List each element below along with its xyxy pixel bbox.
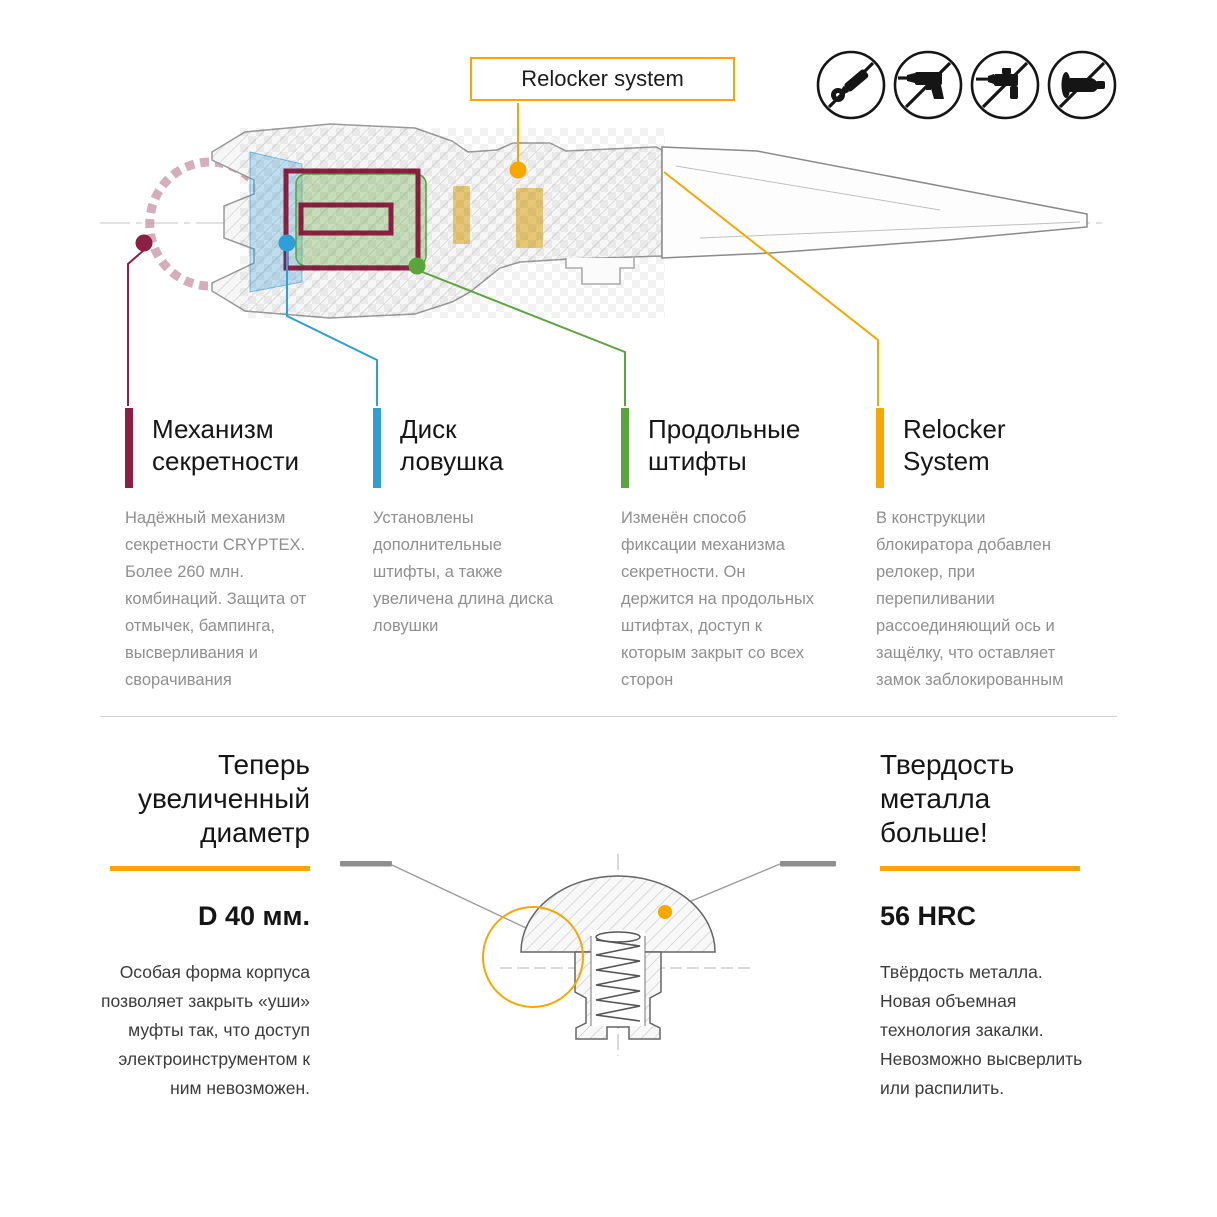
arm-inner-line-top	[675, 165, 941, 211]
callout-mechanism: Механизм секретности Надёжный механизм с…	[125, 408, 337, 694]
pins-title: Продольные штифты	[648, 414, 801, 476]
spring-top-coil	[595, 931, 641, 943]
trap-disk-body: Установлены дополнительные штифты, а так…	[373, 509, 554, 635]
arm-inner-line-bottom	[699, 221, 1081, 239]
relocker-label-box: Relocker system	[470, 57, 735, 101]
hardness-value: 56 HRC	[880, 901, 977, 931]
shackle-loop	[145, 157, 254, 291]
relocker-title: Relocker System	[903, 414, 1006, 476]
section-divider	[100, 716, 1117, 717]
spring-cavity	[591, 930, 645, 1026]
mechanism-title: Механизм секретности	[152, 414, 300, 476]
cap-section-drawing	[340, 854, 836, 1056]
mechanism-body: Надёжный механизм секретности CRYPTEX. Б…	[125, 509, 307, 689]
left-leader-line	[391, 864, 527, 929]
no-die-grinder-icon	[816, 50, 886, 120]
no-drill-icon	[893, 50, 963, 120]
relocker-callout-line	[663, 171, 879, 406]
trap-disk-callout-line	[286, 251, 378, 406]
prohibition-icons	[816, 50, 1117, 120]
left-leader-bar	[340, 861, 392, 867]
hardness-highlight-dot	[658, 905, 672, 919]
hardness-body: Твёрдость металла. Новая объемная технол…	[880, 962, 1083, 1098]
trap-disk-color-bar	[373, 408, 381, 488]
hardness-accent-bar	[880, 866, 1080, 871]
pins-callout-line	[419, 270, 626, 406]
callout-trap-disk: Диск ловушка Установлены дополнительные …	[373, 408, 573, 640]
trap-disk-title: Диск ловушка	[400, 414, 504, 476]
cap-dome	[520, 875, 716, 953]
no-angle-grinder-icon	[1047, 50, 1117, 120]
pins-callout-dot	[408, 257, 426, 275]
callout-relocker: Relocker System В конструкции блокиратор…	[876, 408, 1094, 694]
diameter-accent-bar	[110, 866, 310, 871]
relocker-label: Relocker system	[521, 66, 684, 91]
hitch-arm	[661, 146, 1088, 259]
body-tab	[565, 258, 635, 285]
diameter-heading: Теперь увеличенный диаметр	[137, 749, 310, 848]
pixelated-overlay	[240, 128, 665, 318]
lock-cross-section-drawing	[100, 50, 1117, 406]
hardness-heading: Твердость металла больше!	[880, 749, 1015, 848]
spring	[595, 939, 641, 1022]
diameter-highlight-circle	[482, 906, 584, 1008]
trap-disk-callout-dot	[278, 234, 296, 252]
pins-body: Изменён способ фиксации механизма секрет…	[621, 509, 815, 689]
mechanism-callout-line	[127, 249, 145, 406]
diameter-body: Особая форма корпуса позволяет закрыть «…	[101, 962, 310, 1098]
pins-color-bar	[621, 408, 629, 488]
mechanism-callout-dot	[135, 234, 153, 252]
right-leader-bar	[780, 861, 836, 867]
relocker-color-bar	[876, 408, 884, 488]
diameter-value: D 40 мм.	[198, 901, 310, 931]
hardness-feature: Твердость металла больше! 56 HRC Твёрдос…	[880, 748, 1130, 1103]
diameter-feature: Теперь увеличенный диаметр D 40 мм. Особ…	[50, 748, 310, 1103]
callout-pins: Продольные штифты Изменён способ фиксаци…	[621, 408, 853, 694]
no-hammer-drill-icon	[970, 50, 1040, 120]
relocker-body: В конструкции блокиратора добавлен релок…	[876, 509, 1064, 689]
relocker-callout-dot	[509, 161, 527, 179]
mechanism-color-bar	[125, 408, 133, 488]
